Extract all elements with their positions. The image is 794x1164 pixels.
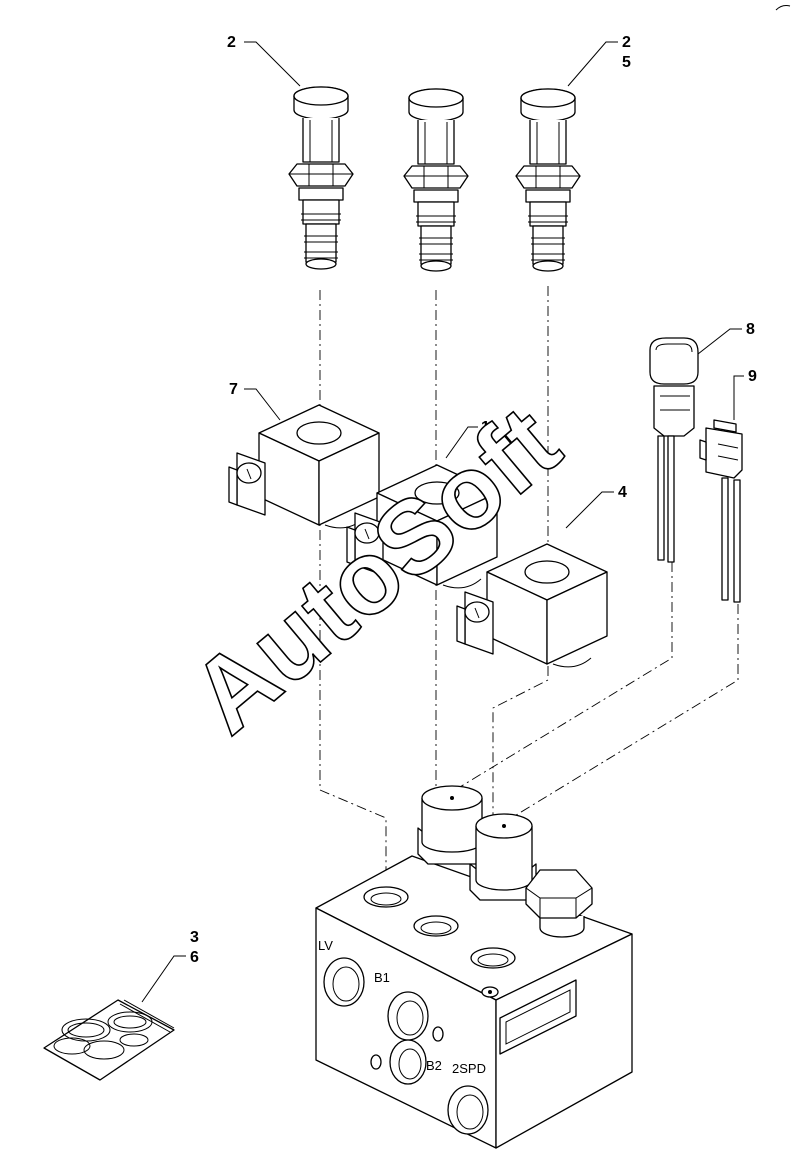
svg-text:4: 4: [618, 484, 627, 501]
svg-text:8: 8: [746, 321, 755, 338]
solenoid-cartridge-right: [515, 88, 581, 272]
block-cartridge-right: [469, 813, 537, 901]
svg-text:2: 2: [622, 34, 631, 51]
port-label-b1: B1: [374, 970, 390, 985]
svg-text:1: 1: [481, 419, 490, 436]
callout-4: 4: [565, 484, 627, 529]
solenoid-cartridge-left: [288, 86, 354, 270]
electrical-connector-9: [699, 419, 743, 603]
electrical-connector-8: [649, 337, 699, 563]
solenoid-cartridge-middle: [403, 88, 469, 272]
corner-mark: [775, 5, 791, 11]
port-label-b2: B2: [426, 1058, 442, 1073]
callout-3-6: 3 6: [141, 929, 199, 1003]
svg-text:9: 9: [748, 368, 757, 385]
svg-text:7: 7: [229, 381, 238, 398]
callout-8: 8: [697, 321, 755, 355]
callout-1: 1: [445, 419, 490, 459]
callout-7: 7: [229, 381, 281, 421]
svg-text:2: 2: [227, 34, 236, 51]
svg-text:5: 5: [622, 54, 631, 71]
callout-2-5-right: 2 5: [567, 34, 631, 87]
callout-9: 9: [733, 368, 757, 420]
seal-kit-bag: [43, 999, 175, 1081]
block-plug: [525, 869, 593, 938]
port-label-lv: LV: [318, 938, 333, 953]
valve-block: LV B1 B2 2SPD: [315, 855, 633, 1149]
port-label-2spd: 2SPD: [452, 1061, 486, 1076]
callout-2-left: 2: [227, 34, 301, 87]
block-cartridge-left: [417, 785, 489, 865]
svg-text:6: 6: [190, 949, 199, 966]
svg-text:3: 3: [190, 929, 199, 946]
